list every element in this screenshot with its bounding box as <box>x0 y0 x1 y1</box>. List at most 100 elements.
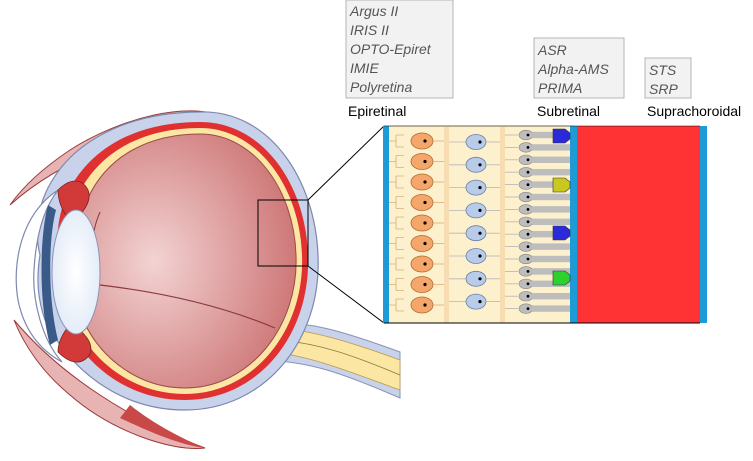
nerve-fiber <box>389 155 404 168</box>
subretinal-electrode <box>552 225 571 241</box>
photoreceptor-segment <box>532 255 570 263</box>
photoreceptor-nucleus <box>526 270 530 273</box>
choroid-layer <box>576 126 700 323</box>
nerve-fiber <box>389 298 404 312</box>
photoreceptor-body <box>518 129 534 141</box>
bipolar-nucleus <box>478 277 482 281</box>
bipolar-cell <box>465 179 487 196</box>
photoreceptor-body <box>518 229 534 240</box>
bipolar-cell <box>465 248 487 264</box>
device-imie: IMIE <box>350 60 379 76</box>
bipolar-nucleus <box>478 186 482 190</box>
subretinal-electrode <box>552 177 571 193</box>
photoreceptor-segment <box>532 131 570 139</box>
photoreceptor-nucleus <box>526 133 530 137</box>
magnification-box <box>257 199 309 267</box>
iris <box>41 205 58 345</box>
subretinal-label: Subretinal <box>537 103 600 119</box>
suprachoroidal-device-box: STS SRP <box>644 57 692 99</box>
lower-eyelid <box>13 319 206 449</box>
ganglion-cell <box>410 132 434 150</box>
nerve-fiber <box>389 175 404 189</box>
lower-eyelid-rim <box>120 405 205 448</box>
photoreceptor-nucleus <box>526 195 530 199</box>
photoreceptor-body <box>518 154 534 165</box>
nerve-fiber <box>389 278 404 291</box>
photoreceptor-body <box>518 167 534 178</box>
bipolar-nucleus <box>478 140 482 144</box>
photoreceptor-nucleus <box>526 146 530 149</box>
ganglion-nucleus <box>423 262 427 266</box>
epiretinal-label: Epiretinal <box>348 103 406 119</box>
ganglion-nucleus <box>423 241 427 246</box>
device-prima: PRIMA <box>538 80 582 96</box>
photoreceptor-body <box>518 303 534 314</box>
ganglion-nucleus <box>423 303 427 307</box>
device-polyretina: Polyretina <box>350 79 412 95</box>
photoreceptor-nucleus <box>526 232 530 236</box>
photoreceptor-body <box>518 191 534 203</box>
device-asr: ASR <box>537 42 567 58</box>
bipolar-cell <box>465 270 487 287</box>
photoreceptor-nucleus <box>526 208 530 211</box>
ciliary-body-upper <box>57 180 90 221</box>
photoreceptor-segment <box>532 193 570 201</box>
photoreceptor-segment <box>532 305 570 312</box>
photoreceptor-body <box>518 253 534 265</box>
bipolar-cell <box>465 225 487 242</box>
device-sts: STS <box>649 62 677 78</box>
photoreceptor-nucleus <box>526 307 530 310</box>
photoreceptor-body <box>518 204 534 215</box>
bipolar-nucleus <box>478 208 482 212</box>
ganglion-nucleus <box>423 139 427 143</box>
bruch-membrane-left <box>570 126 577 323</box>
bipolar-nucleus <box>478 254 482 258</box>
photoreceptor-nucleus <box>526 282 530 286</box>
vitreous-body <box>76 133 297 389</box>
photoreceptor-nucleus <box>526 294 530 298</box>
device-alpha-ams: Alpha-AMS <box>537 61 609 77</box>
ganglion-nucleus <box>423 159 427 164</box>
photoreceptor-segment <box>532 206 570 213</box>
nerve-fiber <box>389 134 404 148</box>
nerve-fiber <box>389 196 404 209</box>
nerve-fiber <box>389 237 404 250</box>
nerve-fiber <box>389 257 404 271</box>
suprachoroidal-label: Suprachoroidal <box>647 103 741 119</box>
photoreceptor-nucleus <box>526 170 530 174</box>
ganglion-nucleus <box>423 180 427 184</box>
photoreceptor-nucleus <box>526 257 530 261</box>
photoreceptor-body <box>518 291 534 302</box>
photoreceptor-segment <box>532 268 570 275</box>
lens <box>51 209 101 335</box>
photoreceptor-segment <box>532 218 570 225</box>
photoreceptor-body <box>518 278 534 289</box>
bipolar-nucleus <box>478 163 482 167</box>
subretinal-electrode <box>552 128 571 144</box>
photoreceptor-segment <box>532 156 570 163</box>
retina-detail <box>383 125 707 324</box>
ganglion-nucleus <box>423 200 427 205</box>
cell-rows <box>389 128 571 314</box>
ganglion-cell <box>410 173 434 191</box>
photoreceptor-nucleus <box>526 245 530 249</box>
ganglion-nucleus <box>423 282 427 287</box>
nerve-fiber <box>389 216 404 230</box>
device-opto-epiret: OPTO-Epiret <box>350 41 432 57</box>
bipolar-cell <box>465 156 487 173</box>
bipolar-nucleus <box>478 300 482 304</box>
ganglion-cell <box>410 194 434 211</box>
photoreceptor-body <box>518 142 534 153</box>
photoreceptor-segment <box>532 231 570 238</box>
ganglion-cell <box>410 276 434 293</box>
photoreceptor-nucleus <box>526 158 530 162</box>
sclera-layer <box>700 126 707 323</box>
photoreceptor-segment <box>532 181 570 188</box>
photoreceptor-body <box>518 266 534 277</box>
photoreceptor-segment <box>532 243 570 250</box>
device-srp: SRP <box>649 81 678 97</box>
bipolar-cell <box>465 293 487 310</box>
photoreceptor-nucleus <box>526 220 530 224</box>
ganglion-cell <box>410 153 434 170</box>
